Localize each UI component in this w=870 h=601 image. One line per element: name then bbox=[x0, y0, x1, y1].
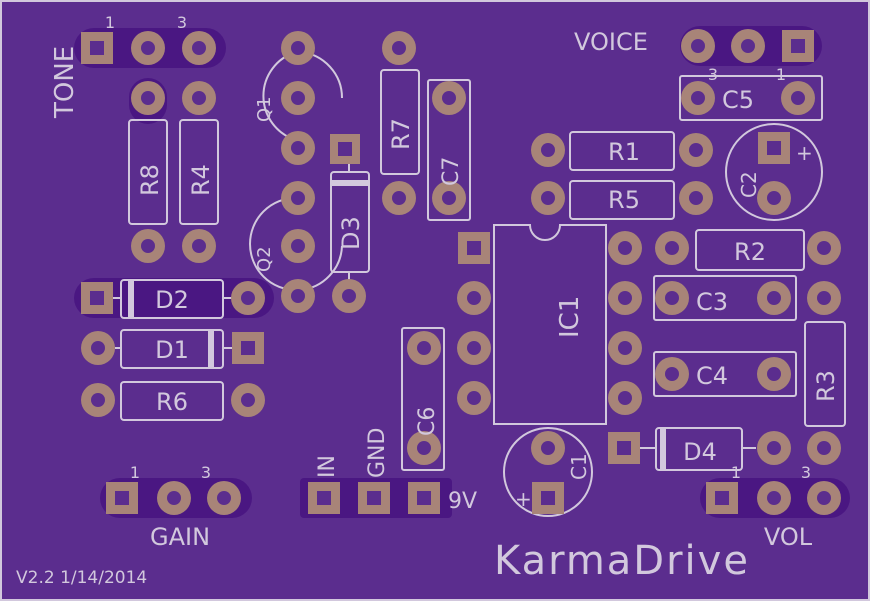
r8-footprint bbox=[128, 78, 168, 263]
vol-label: VOL bbox=[764, 523, 813, 551]
r6-footprint bbox=[81, 381, 265, 421]
c3-footprint bbox=[653, 275, 797, 321]
ic1-label: IC1 bbox=[555, 296, 585, 338]
c2-footprint bbox=[725, 123, 823, 221]
voice-pin3-label: 3 bbox=[708, 65, 718, 84]
d4-footprint bbox=[608, 427, 791, 471]
q2-label: Q2 bbox=[254, 246, 275, 272]
d3-footprint bbox=[330, 134, 370, 313]
gain-pin1-label: 1 bbox=[130, 463, 140, 482]
c1-plus-label: + bbox=[515, 487, 532, 511]
gnd-label: GND bbox=[365, 428, 390, 478]
tone-pin1-label: 1 bbox=[105, 13, 115, 32]
c1-label: C1 bbox=[567, 453, 591, 480]
voice-label: VOICE bbox=[574, 28, 648, 56]
r1-label: R1 bbox=[608, 138, 640, 166]
voice-pot-footprint bbox=[680, 26, 822, 66]
q2-footprint bbox=[249, 181, 343, 313]
d3-label: D3 bbox=[337, 216, 365, 250]
gain-label: GAIN bbox=[150, 523, 210, 551]
tone-label: TONE bbox=[50, 46, 80, 119]
r5-footprint bbox=[531, 180, 713, 220]
r3-footprint bbox=[804, 321, 846, 465]
board-version: V2.2 1/14/2014 bbox=[16, 568, 147, 588]
tone-pot-footprint bbox=[74, 28, 226, 68]
r2-footprint bbox=[655, 229, 841, 271]
vol-pot-footprint bbox=[700, 478, 850, 518]
r4-label: R4 bbox=[187, 164, 215, 196]
r7-label: R7 bbox=[387, 118, 415, 150]
c3-label: C3 bbox=[696, 288, 728, 316]
c7-label: C7 bbox=[439, 157, 464, 186]
tone-pin3-label: 3 bbox=[177, 13, 187, 32]
d4-label: D4 bbox=[683, 438, 717, 466]
c2-label: C2 bbox=[737, 171, 761, 198]
r4-footprint bbox=[179, 81, 219, 263]
ic1-footprint bbox=[457, 224, 642, 425]
io-pads bbox=[300, 478, 452, 518]
c1-footprint bbox=[503, 427, 593, 517]
c4-footprint bbox=[653, 351, 797, 397]
c2-plus-label: + bbox=[796, 141, 813, 165]
r3-top-pad bbox=[807, 281, 841, 315]
voice-pin1-label: 1 bbox=[776, 65, 786, 84]
r5-label: R5 bbox=[608, 186, 640, 214]
r1-footprint bbox=[531, 131, 713, 171]
q1-label: Q1 bbox=[254, 96, 275, 122]
r7-footprint bbox=[380, 31, 420, 215]
9v-label: 9V bbox=[448, 489, 477, 514]
d2-label: D2 bbox=[155, 286, 189, 314]
vol-pin3-label: 3 bbox=[801, 463, 811, 482]
c4-label: C4 bbox=[696, 362, 728, 390]
board-title: KarmaDrive bbox=[494, 538, 750, 584]
gain-pot-footprint bbox=[100, 478, 252, 518]
r2-label: R2 bbox=[734, 238, 766, 266]
d1-label: D1 bbox=[155, 336, 189, 364]
r6-label: R6 bbox=[156, 388, 188, 416]
d2-footprint bbox=[74, 278, 274, 319]
c6-footprint bbox=[401, 327, 445, 471]
gain-pin3-label: 3 bbox=[201, 463, 211, 482]
c6-label: C6 bbox=[415, 407, 440, 436]
r8-label: R8 bbox=[136, 164, 164, 196]
c7-footprint bbox=[427, 79, 471, 221]
vol-pin1-label: 1 bbox=[731, 463, 741, 482]
d1-footprint bbox=[81, 329, 264, 369]
r3-label: R3 bbox=[812, 370, 840, 402]
in-label: IN bbox=[315, 455, 340, 478]
q1-footprint bbox=[262, 31, 344, 165]
c5-footprint bbox=[679, 75, 823, 121]
c5-label: C5 bbox=[722, 86, 754, 114]
